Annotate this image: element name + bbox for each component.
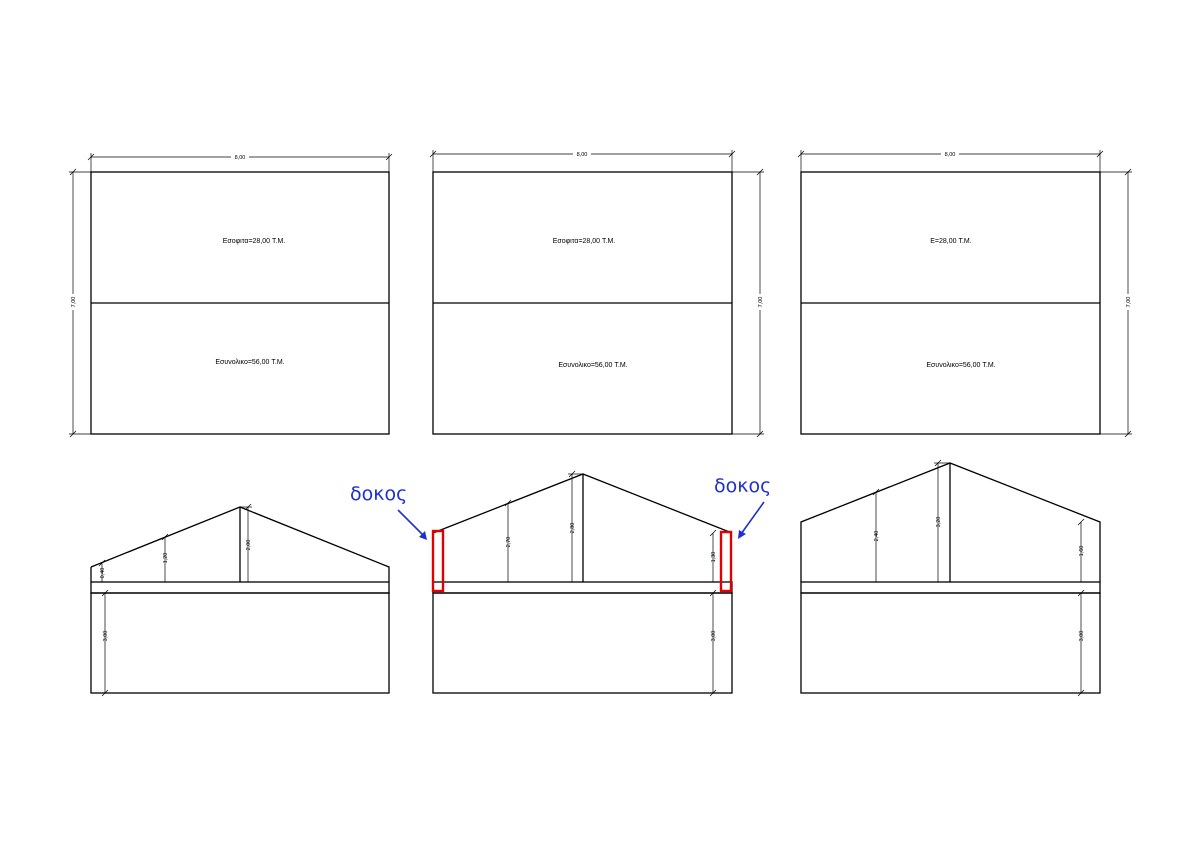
section-1: 3,00 0,40 1,20 2,00 xyxy=(90,503,390,697)
plan-3-width-dimension: 8,00 xyxy=(797,150,1104,172)
callout-left-arrow xyxy=(397,509,425,537)
section-2-wall-dimension: 3,00 xyxy=(709,589,717,697)
section-2-left-beam xyxy=(431,529,445,593)
plan-3: 8,00 7,00 Ε=28,00 T.M. Εσυνολικο=56,00 T… xyxy=(797,150,1132,438)
section-1-walls xyxy=(90,592,390,694)
section-2-eave-label: 1,30 xyxy=(711,552,717,563)
plan-2-upper-area: Εσοφιτα=28,00 T.M. xyxy=(553,238,616,245)
plan-1-upper-area: Εσοφιτα=28,00 T.M. xyxy=(223,238,286,245)
callout-right-arrowhead xyxy=(738,530,746,539)
section-1-ridge-label: 2,00 xyxy=(246,540,252,551)
plan-2: 8,00 7,00 Εσοφιτα=28,00 T.M. Εσυνολικο=5… xyxy=(429,150,764,438)
plan-2-height-dimension: 7,00 xyxy=(732,168,764,438)
section-3-eave-dimension: 1,60 xyxy=(1077,518,1085,582)
plan-1-height-label: 7,00 xyxy=(71,297,77,308)
section-2-eave-dimension: 1,30 xyxy=(709,529,717,582)
section-3-wall-label: 3,00 xyxy=(1079,631,1085,642)
section-1-wall-label: 3,00 xyxy=(103,631,109,642)
plan-1-lower-area: Εσυνολικο=56,00 T.M. xyxy=(215,359,284,366)
callout-left-label: δοκος xyxy=(350,483,407,505)
section-2-right-beam xyxy=(719,530,733,593)
section-3-slab xyxy=(800,581,1101,594)
plan-3-upper-area: Ε=28,00 T.M. xyxy=(930,238,971,245)
section-2-mid-dimension: 2,70 xyxy=(504,499,512,582)
callout-right: δοκος xyxy=(714,475,771,539)
section-3-eave-label: 1,60 xyxy=(1079,546,1085,557)
section-3-mid-dimension: 2,40 xyxy=(872,488,880,582)
plan-3-lower-area: Εσυνολικο=56,00 T.M. xyxy=(926,362,995,369)
section-1-eave-dimension: 0,40 xyxy=(98,559,106,582)
section-1-mid-label: 1,20 xyxy=(163,553,169,564)
plan-2-lower-area: Εσυνολικο=56,00 T.M. xyxy=(558,362,627,369)
section-2-mid-label: 2,70 xyxy=(506,537,512,548)
section-3-wall-dimension: 3,00 xyxy=(1077,589,1085,697)
section-2-slab xyxy=(432,581,733,594)
plan-2-height-label: 7,00 xyxy=(758,297,764,308)
section-2-wall-label: 3,00 xyxy=(711,631,717,642)
plan-1-width-label: 8,00 xyxy=(235,155,246,161)
plan-3-height-label: 7,00 xyxy=(1126,297,1132,308)
section-1-mid-dimension: 1,20 xyxy=(161,533,169,582)
callout-right-arrow xyxy=(740,501,765,535)
plan-3-height-dimension: 7,00 xyxy=(1100,168,1132,438)
section-2-ridge-dimension: 2,80 xyxy=(568,470,583,582)
plan-1-width-dimension: 8,00 xyxy=(87,153,393,172)
section-1-slab xyxy=(90,581,390,594)
callout-right-label: δοκος xyxy=(714,475,771,497)
plan-3-width-label: 8,00 xyxy=(945,152,956,158)
section-2-ridge-label: 2,80 xyxy=(570,523,576,534)
section-3-mid-label: 2,40 xyxy=(874,531,880,542)
section-2-walls xyxy=(432,592,733,694)
section-3-ridge-label: 3,20 xyxy=(936,517,942,528)
section-1-wall-dimension: 3,00 xyxy=(101,589,109,697)
section-1-eave-label: 0,40 xyxy=(100,568,106,579)
section-3-ridge-dimension: 3,20 xyxy=(934,459,950,582)
section-2: 2,70 2,80 1,30 3,00 xyxy=(431,470,733,697)
section-3: 2,40 3,20 1,60 3,00 xyxy=(800,459,1101,697)
plan-2-width-dimension: 8,00 xyxy=(429,150,736,172)
section-1-roof-outline xyxy=(90,506,390,582)
callout-left: δοκος xyxy=(350,483,427,540)
section-1-ridge-dimension: 2,00 xyxy=(240,503,252,582)
plan-1: 8,00 7,00 Εσοφιτα=28,00 T.M. Εσυνολικο=5… xyxy=(69,153,393,438)
callout-left-arrowhead xyxy=(419,531,427,540)
plan-2-width-label: 8,00 xyxy=(577,152,588,158)
plan-1-height-dimension: 7,00 xyxy=(69,168,91,438)
section-3-walls xyxy=(800,592,1101,694)
